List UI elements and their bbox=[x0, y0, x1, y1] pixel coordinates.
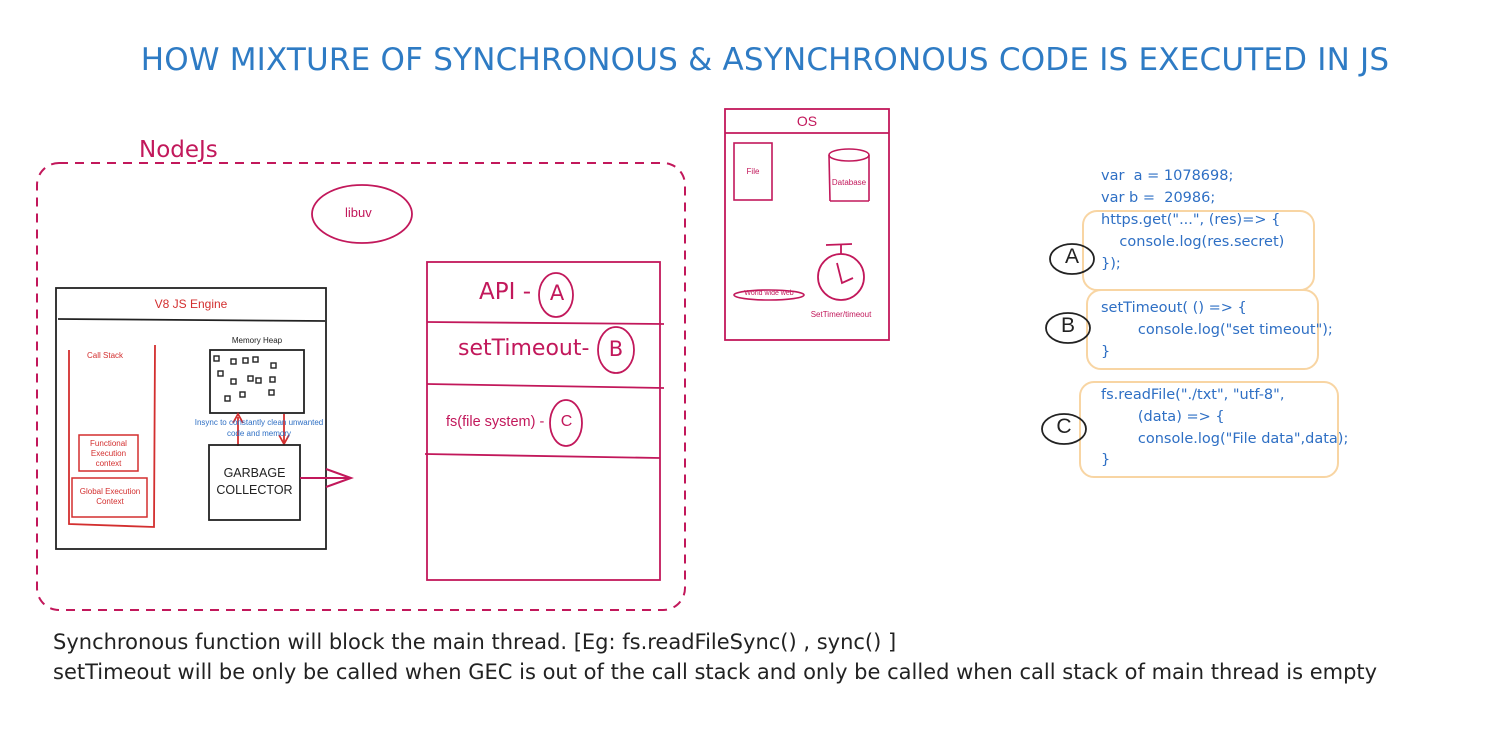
code-marker-c-circle bbox=[1041, 413, 1087, 445]
code-box-c bbox=[1079, 381, 1339, 478]
functional-context-box bbox=[78, 434, 139, 472]
code-block-a: https.get("...", (res)=> { console.log(r… bbox=[1101, 212, 1285, 272]
os-box bbox=[724, 108, 890, 341]
file-box bbox=[733, 142, 773, 201]
code-line-var-b: var b = 20986; bbox=[1101, 190, 1216, 206]
api-row-a-label: API - bbox=[479, 279, 531, 305]
os-timer-label: SetTimer/timeout bbox=[810, 310, 872, 319]
code-marker-b: B bbox=[1060, 314, 1075, 337]
global-context-label: Global Execution Context bbox=[79, 487, 141, 506]
v8-engine-label: V8 JS Engine bbox=[154, 297, 228, 311]
memory-heap-box bbox=[209, 349, 305, 414]
database-icon bbox=[828, 148, 870, 202]
api-box bbox=[426, 261, 661, 581]
os-web-label: World wide web bbox=[744, 290, 794, 297]
libuv-ellipse bbox=[311, 184, 413, 244]
api-a-circle bbox=[538, 272, 574, 318]
api-row-b-label: setTimeout- bbox=[458, 336, 590, 361]
api-row-a-letter: A bbox=[549, 281, 565, 305]
memory-heap-label: Memory Heap bbox=[231, 336, 283, 345]
note-line-2: setTimeout will be only be called when G… bbox=[53, 660, 1378, 684]
code-block-c: fs.readFile("./txt", "utf-8", (data) => … bbox=[1101, 387, 1349, 469]
code-block-b: setTimeout( () => { console.log("set tim… bbox=[1101, 300, 1333, 360]
gc-note: Insync to constantly clean unwanted code… bbox=[194, 418, 324, 438]
os-file-label: File bbox=[746, 167, 760, 176]
functional-context-label: Functional Execution context bbox=[90, 439, 127, 468]
garbage-collector-line1: GARBAGE bbox=[223, 466, 286, 480]
code-box-b bbox=[1086, 289, 1319, 370]
garbage-collector-label: GARBAGE COLLECTOR bbox=[209, 465, 300, 499]
api-row-b-letter: B bbox=[608, 337, 624, 361]
code-marker-b-circle bbox=[1045, 312, 1091, 344]
note-line-1: Synchronous function will block the main… bbox=[53, 630, 897, 654]
os-label: OS bbox=[796, 113, 818, 129]
api-row-c-label: fs(file system) - bbox=[446, 414, 545, 430]
v8-engine-box bbox=[55, 287, 327, 550]
global-context-box bbox=[71, 477, 148, 518]
garbage-collector-box bbox=[208, 444, 301, 521]
call-stack-label: Call Stack bbox=[87, 351, 124, 360]
timer-icon bbox=[817, 243, 865, 301]
web-ellipse bbox=[733, 289, 805, 301]
nodejs-boundary bbox=[36, 162, 686, 611]
libuv-label: libuv bbox=[345, 205, 372, 220]
code-line-var-a: var a = 1078698; bbox=[1101, 168, 1234, 184]
api-c-circle bbox=[549, 399, 583, 447]
api-b-circle bbox=[597, 326, 635, 374]
nodejs-label: NodeJs bbox=[139, 137, 218, 163]
api-row-c-letter: C bbox=[560, 413, 573, 430]
call-stack-shape bbox=[68, 344, 156, 528]
diagram-title: HOW MIXTURE OF SYNCHRONOUS & ASYNCHRONOU… bbox=[140, 42, 1390, 78]
os-database-label: Database bbox=[831, 178, 867, 187]
code-marker-c: C bbox=[1056, 415, 1072, 438]
garbage-collector-line2: COLLECTOR bbox=[216, 483, 293, 497]
code-marker-a-circle bbox=[1049, 243, 1095, 275]
code-marker-a: A bbox=[1064, 245, 1079, 268]
memory-blocks bbox=[213, 355, 277, 402]
